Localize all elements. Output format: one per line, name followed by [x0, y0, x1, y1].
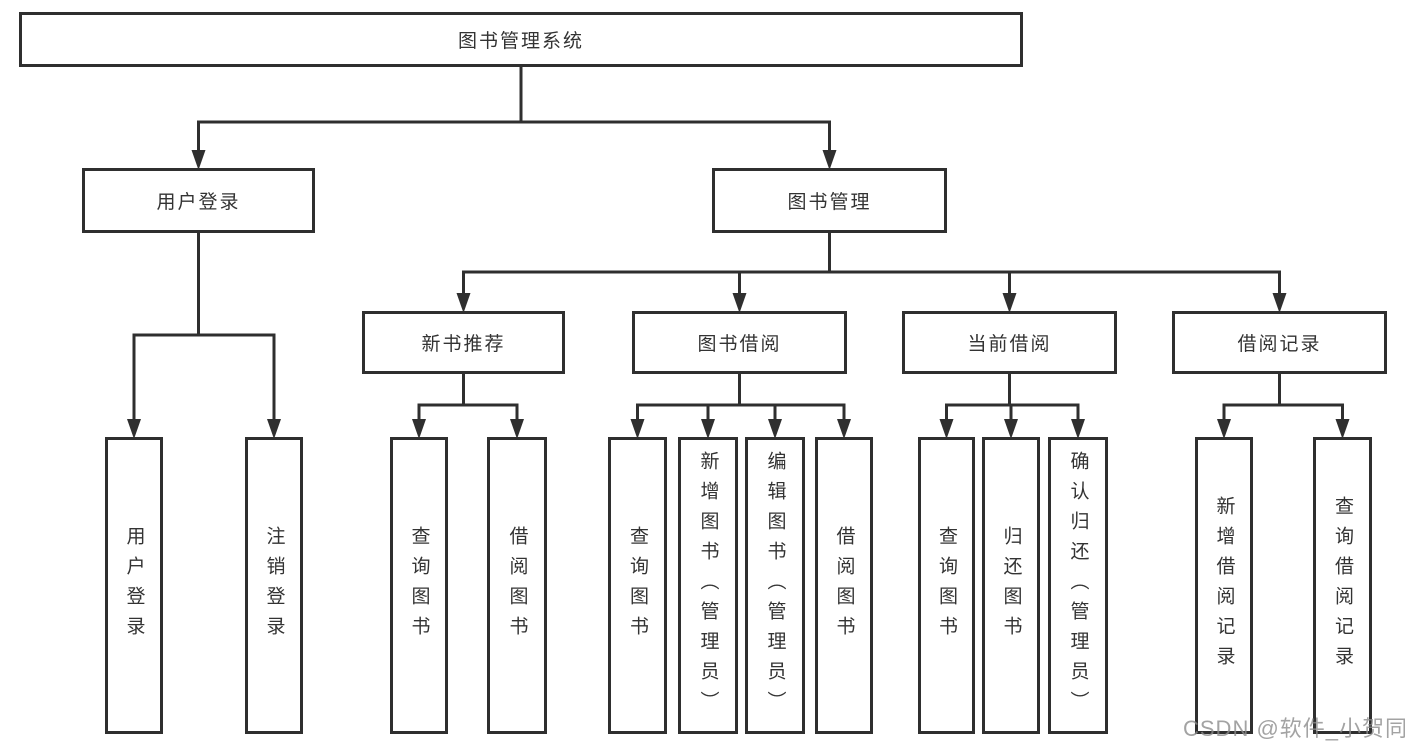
arrowhead-icon: [1272, 293, 1287, 313]
arrowhead-icon: [127, 419, 141, 439]
node-leaf-user-login: 用户登录: [105, 437, 163, 734]
arrowhead-icon: [630, 419, 645, 439]
arrowhead-icon: [267, 419, 281, 439]
node-borrow-records: 借阅记录: [1172, 311, 1387, 374]
arrowhead-icon: [1217, 419, 1231, 439]
arrowhead-icon: [822, 150, 837, 170]
node-new-books: 新书推荐: [362, 311, 565, 374]
arrowhead-icon: [1004, 419, 1018, 439]
node-leaf-cb-query: 查询图书: [918, 437, 975, 734]
arrowhead-icon: [768, 419, 782, 439]
node-user-login: 用户登录: [82, 168, 315, 233]
watermark: CSDN @软件_小贺同学: [1183, 716, 1405, 741]
node-root: 图书管理系统: [19, 12, 1023, 67]
arrowhead-icon: [191, 150, 206, 170]
node-current-borrow: 当前借阅: [902, 311, 1117, 374]
node-book-mgmt: 图书管理: [712, 168, 947, 233]
node-leaf-bb-edit: 编辑图书（管理员）: [745, 437, 805, 734]
arrowhead-icon: [837, 419, 851, 439]
node-book-borrow: 图书借阅: [632, 311, 847, 374]
arrowhead-icon: [732, 293, 747, 313]
arrowhead-icon: [939, 419, 954, 439]
arrowhead-icon: [1335, 419, 1350, 439]
node-leaf-bb-query: 查询图书: [608, 437, 667, 734]
arrowhead-icon: [1002, 293, 1017, 313]
node-leaf-bb-borrow: 借阅图书: [815, 437, 873, 734]
node-leaf-br-query: 查询借阅记录: [1313, 437, 1372, 734]
arrowhead-icon: [701, 419, 715, 439]
node-leaf-nb-query: 查询图书: [390, 437, 448, 734]
node-leaf-bb-add: 新增图书（管理员）: [678, 437, 738, 734]
node-leaf-br-add: 新增借阅记录: [1195, 437, 1253, 734]
node-leaf-cb-return: 归还图书: [982, 437, 1040, 734]
arrowhead-icon: [1071, 419, 1085, 439]
node-leaf-cb-confirm: 确认归还（管理员）: [1048, 437, 1108, 734]
arrowhead-icon: [510, 419, 524, 439]
node-leaf-logout: 注销登录: [245, 437, 303, 734]
arrowhead-icon: [456, 293, 471, 313]
arrowhead-icon: [412, 419, 426, 439]
node-leaf-nb-borrow: 借阅图书: [487, 437, 547, 734]
